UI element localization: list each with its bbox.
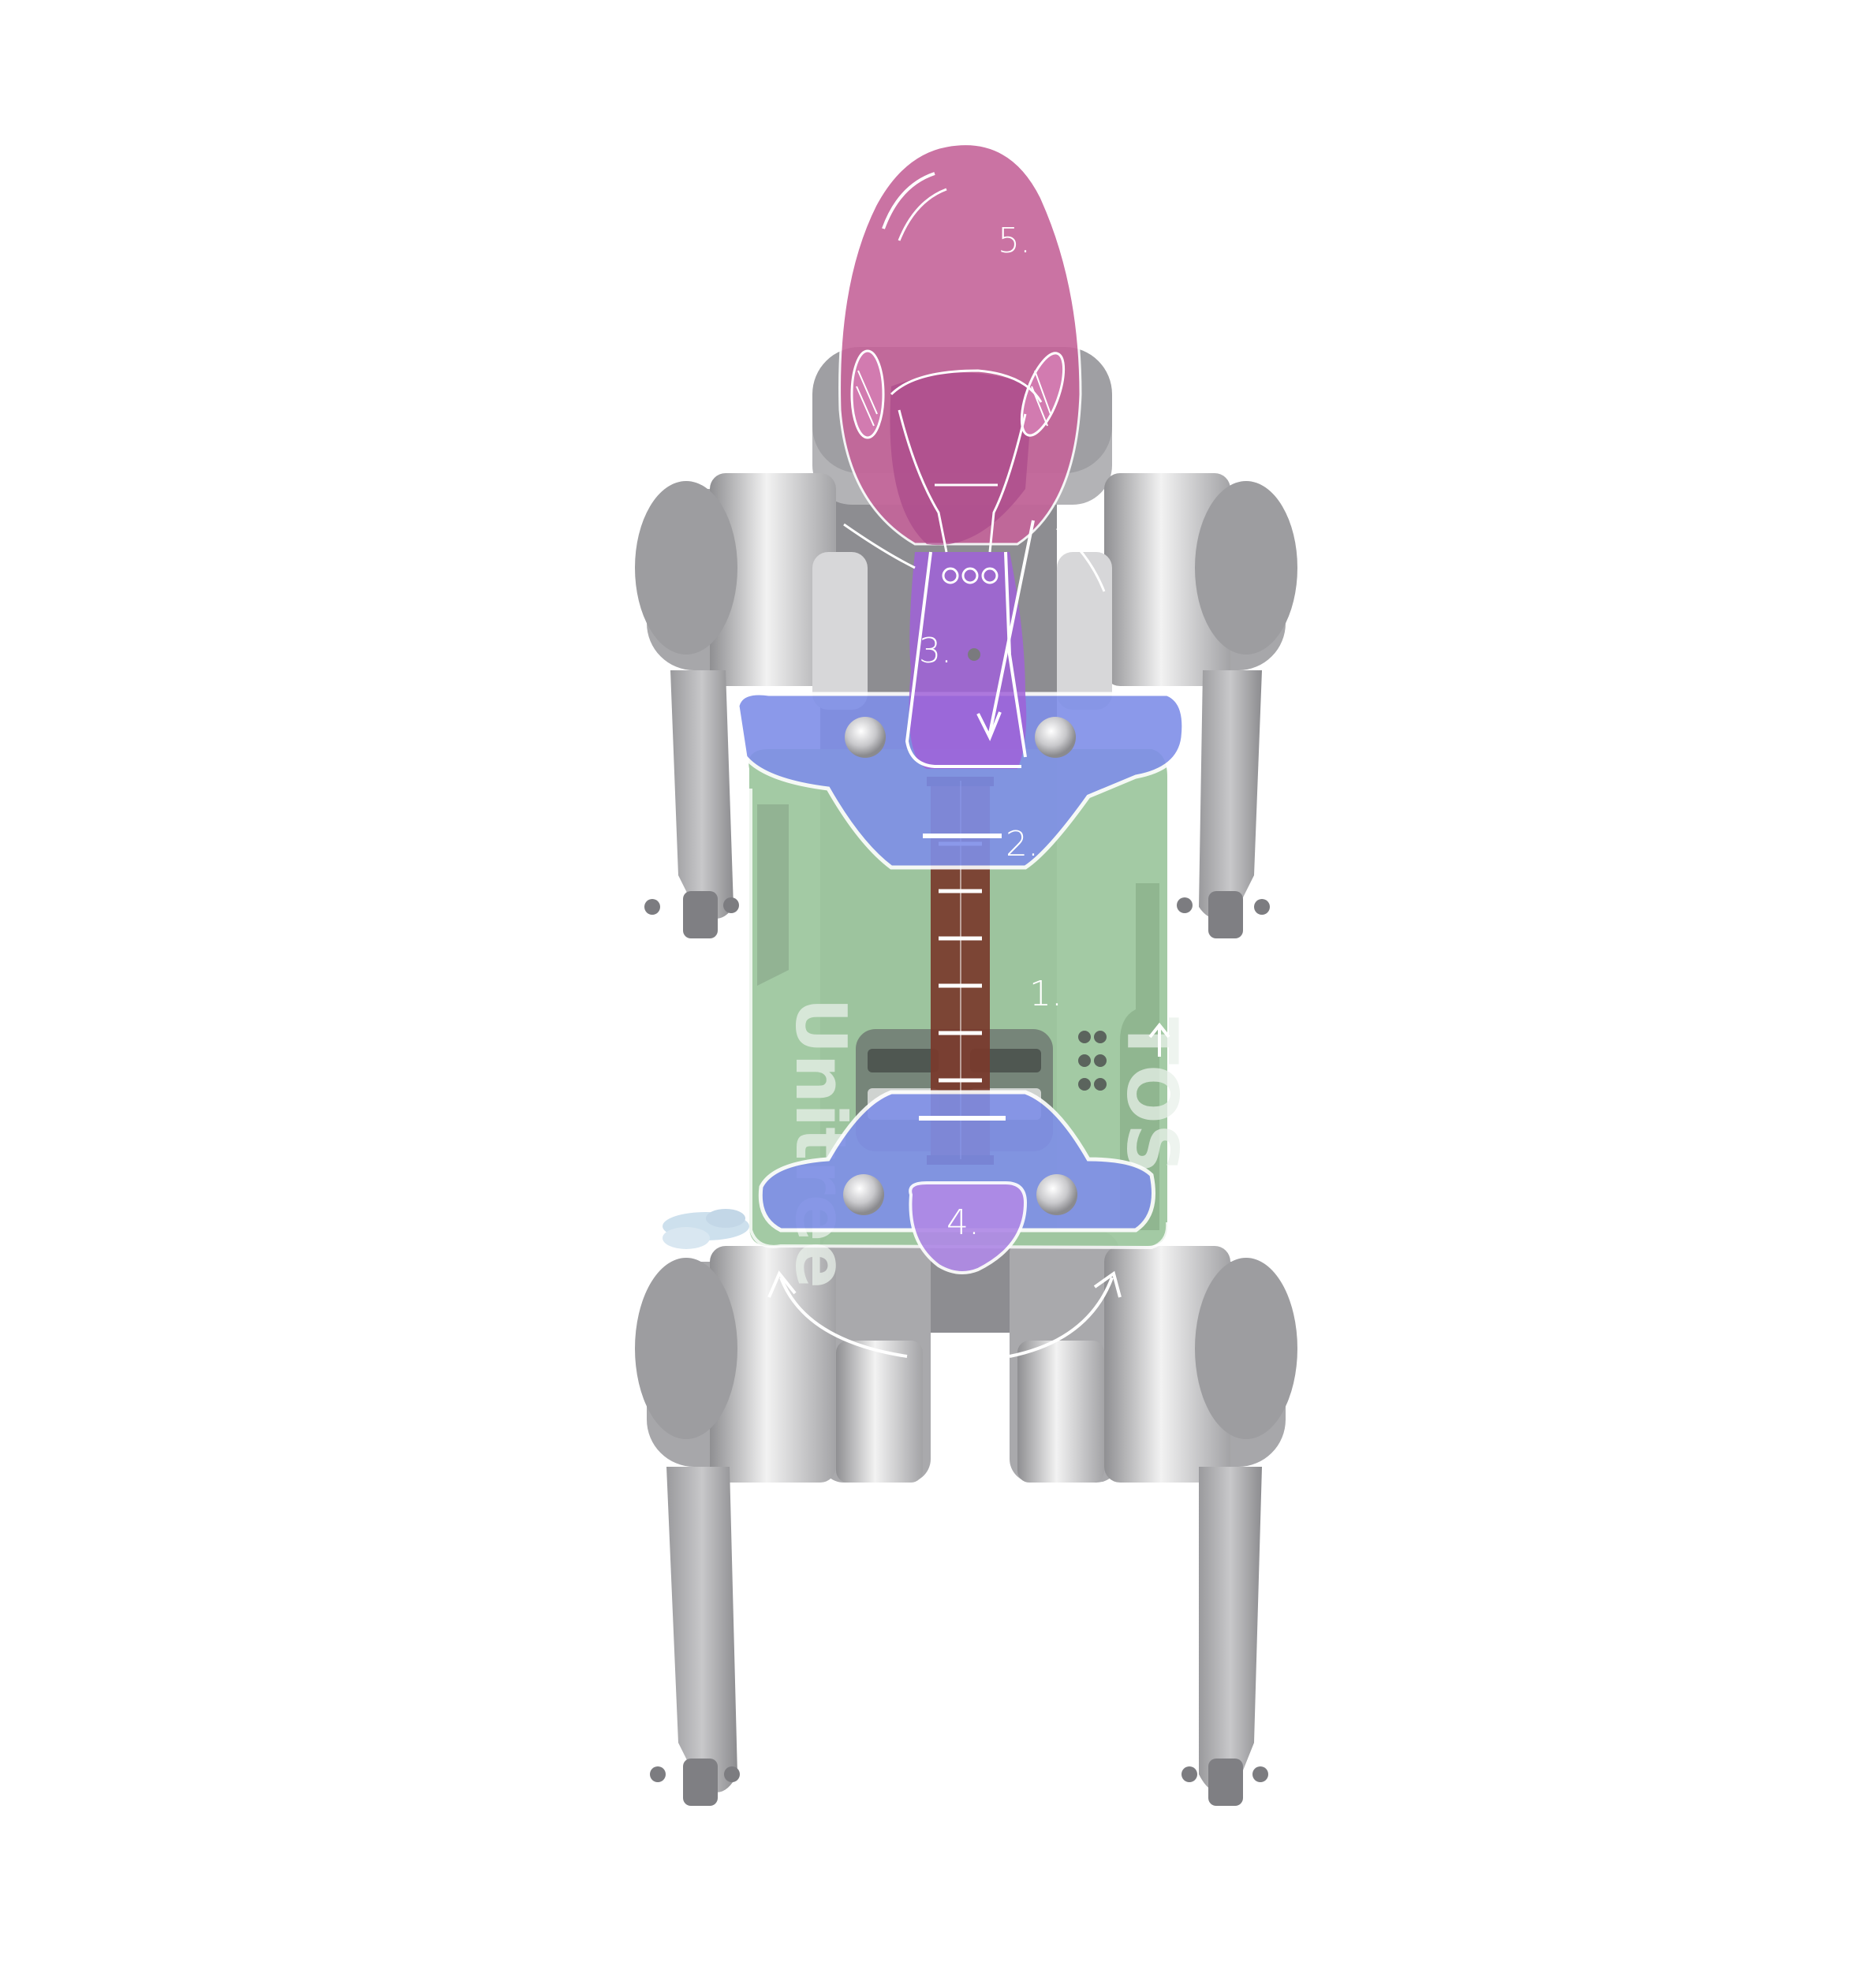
rear-right-arrow-head [1093, 1270, 1122, 1298]
front-bolt-left [845, 717, 886, 758]
rear-bolt-right [1036, 1174, 1077, 1215]
rear-left-arrow-head [767, 1270, 797, 1298]
body-segment-rear-plate [758, 1090, 1155, 1233]
rear-right-curve-arrow [1009, 1277, 1114, 1358]
body-segment-4 [909, 1181, 1028, 1274]
rear-left-curve-arrow [779, 1277, 908, 1358]
body-side-text: TOS [1111, 1017, 1193, 1173]
rear-bolt-left [843, 1174, 884, 1215]
scribble-mark [663, 1209, 749, 1249]
front-arrow-head [976, 711, 1002, 741]
label-4: 4. [946, 1203, 980, 1243]
rear-left-leg [635, 1230, 931, 1806]
body-segment-3 [905, 551, 1027, 769]
rear-right-leg [1010, 1230, 1297, 1806]
label-1: 1. [1029, 974, 1062, 1014]
front-curve-arrow [988, 520, 1035, 734]
front-right-leg [1057, 473, 1297, 938]
label-5: 5. [998, 221, 1031, 261]
front-bolt-right [1035, 717, 1076, 758]
body-segment-5 [838, 143, 1082, 553]
label-2: 2. [1006, 824, 1039, 864]
segment-labels: 1. 2. 3. 4. 5. [919, 221, 1062, 1243]
body-segment-2 [735, 691, 1186, 870]
motion-arrows [767, 520, 1170, 1358]
front-left-leg [635, 473, 868, 938]
label-3: 3. [919, 631, 952, 671]
